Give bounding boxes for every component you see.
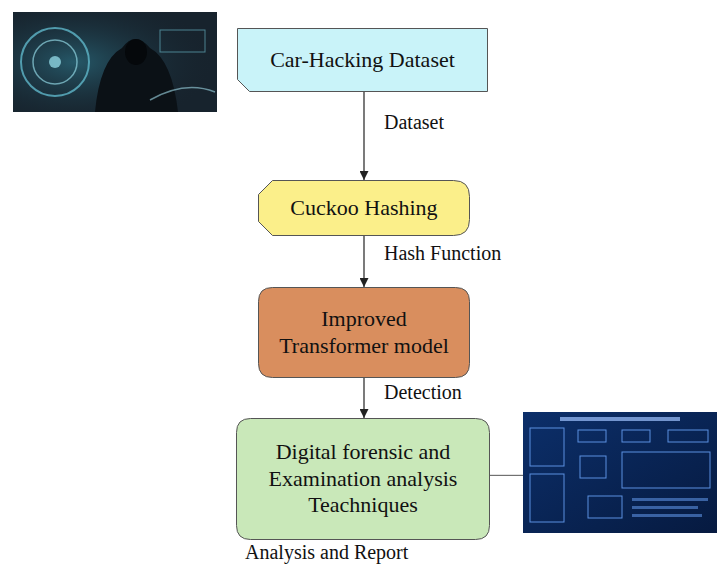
flow-arrow — [363, 378, 364, 418]
hud-ring — [21, 28, 89, 96]
edge-label: Detection — [382, 381, 464, 404]
screenshot-panel — [622, 452, 710, 488]
edge-label: Dataset — [382, 111, 446, 134]
hud-panel — [160, 30, 205, 52]
edge-label: Hash Function — [382, 242, 503, 265]
screenshot-panel — [530, 474, 564, 522]
flow-arrow — [363, 236, 364, 287]
hooded-figure — [95, 39, 178, 112]
screenshot-panel — [580, 456, 606, 478]
hood-face — [125, 39, 147, 65]
screenshot-line — [632, 514, 702, 517]
picture-glow — [13, 12, 217, 112]
screenshot-panel — [530, 428, 564, 466]
workflow-screenshot — [523, 412, 717, 533]
box-shape — [259, 288, 470, 378]
hacker-picture — [13, 12, 217, 112]
screenshot-ground — [523, 412, 717, 533]
screenshot-panel — [588, 496, 622, 518]
screenshot-line — [632, 498, 708, 501]
hud-ring — [33, 40, 77, 84]
process-box: Digital forensic and Examination analysi… — [236, 418, 490, 540]
screenshot-panel — [668, 430, 708, 442]
process-box: Improved Transformer model — [258, 287, 470, 378]
box-shape — [237, 419, 490, 540]
car-outline — [150, 88, 215, 101]
hud-dot — [49, 56, 61, 68]
screenshot-panel — [622, 430, 650, 442]
box-text: Cuckoo Hashing — [290, 195, 437, 221]
screenshot-line — [632, 506, 698, 509]
process-box: Cuckoo Hashing — [258, 180, 470, 236]
process-box: Car-Hacking Dataset — [237, 28, 488, 92]
box-text: Digital forensic and Examination analysi… — [250, 439, 476, 518]
box-shape — [238, 29, 488, 92]
flow-arrow — [363, 92, 364, 180]
screenshot-panel — [578, 430, 606, 442]
box-text: Improved Transformer model — [272, 306, 456, 359]
picture-ground — [13, 12, 217, 112]
leader-line — [490, 475, 523, 476]
screenshot-title-bar — [560, 417, 680, 421]
box-text: Car-Hacking Dataset — [270, 47, 455, 73]
caption-note: Analysis and Report — [245, 541, 408, 563]
box-shape — [259, 181, 470, 236]
